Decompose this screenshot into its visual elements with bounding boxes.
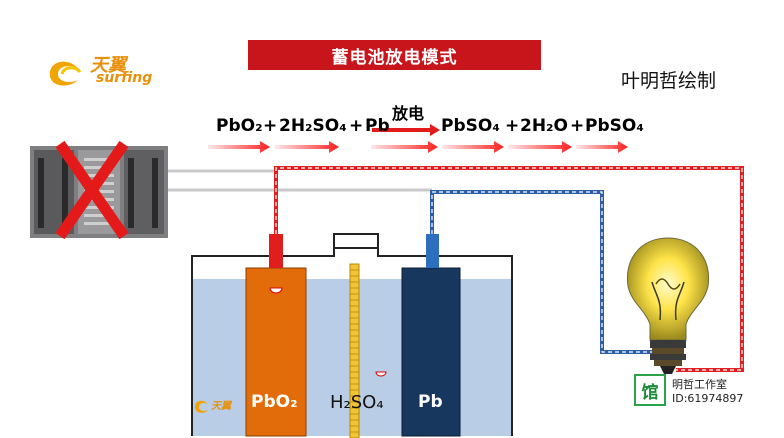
page-title: 蓄电池放电模式	[248, 40, 541, 70]
logo-small-cn: 天翼	[211, 401, 231, 412]
studio-id: ID:61974897	[672, 392, 744, 405]
positive-wire	[274, 166, 744, 372]
reaction-arrows	[208, 124, 628, 153]
studio-name: 明哲工作室	[672, 378, 727, 391]
reaction-condition: 放电	[392, 104, 425, 123]
plus-sign: +	[505, 116, 520, 136]
surfing-logo-small-icon	[194, 400, 208, 413]
negative-wire	[430, 190, 656, 354]
negative-terminal	[426, 234, 439, 268]
positive-plate-label: PbO₂	[251, 392, 298, 412]
author-credit: 叶明哲绘制	[621, 70, 717, 92]
electrolyte-separator	[349, 263, 360, 438]
tank-outline	[191, 233, 513, 436]
logo-en: surfing	[96, 70, 153, 86]
reaction-arrow-main	[372, 124, 440, 136]
light-bulb-icon	[626, 237, 710, 374]
negative-plate-label: Pb	[418, 392, 443, 412]
bubble-icon	[269, 287, 283, 294]
surfing-logo-icon	[49, 61, 82, 86]
product-pbso4: PbSO₄	[441, 116, 500, 136]
plus-sign: +	[570, 116, 585, 136]
positive-terminal	[269, 234, 283, 268]
positive-plate	[245, 267, 307, 437]
reactant-h2so4: 2H₂SO₄	[279, 116, 347, 136]
negative-plate	[401, 267, 461, 437]
product-h2o: 2H₂O	[520, 116, 568, 136]
reactant-pb: Pb	[365, 116, 390, 136]
reactant-pbo2: PbO₂	[216, 116, 263, 136]
bubble-icon	[375, 371, 387, 377]
studio-stamp: 馆	[634, 374, 666, 406]
product-pbso4-2: PbSO₄	[585, 116, 644, 136]
logo-cn: 天翼	[90, 55, 126, 76]
plus-sign: +	[349, 116, 364, 136]
electrolyte-label: H₂SO₄	[330, 392, 384, 413]
disconnected-x-icon	[55, 140, 129, 240]
plus-sign: +	[263, 116, 278, 136]
